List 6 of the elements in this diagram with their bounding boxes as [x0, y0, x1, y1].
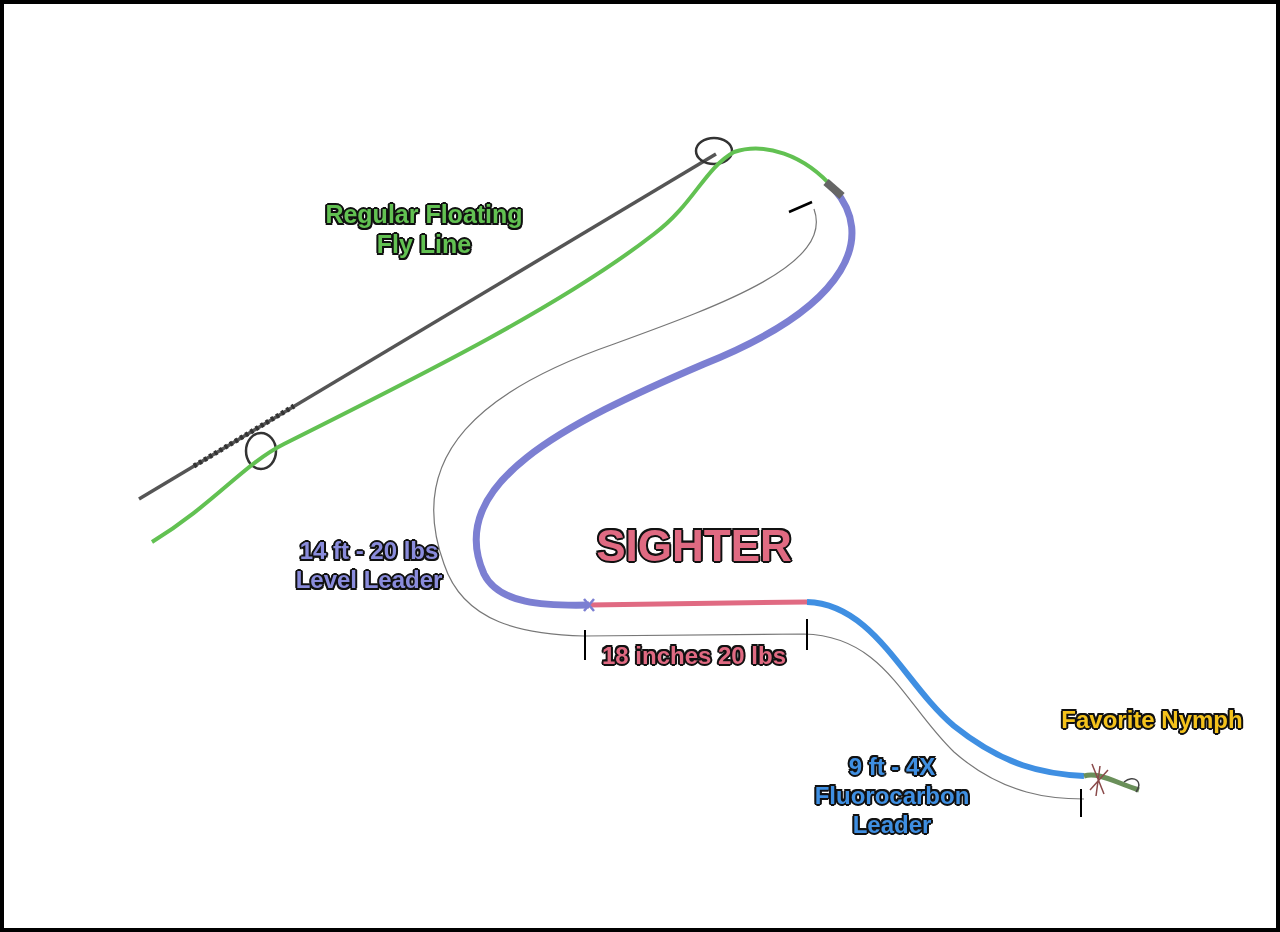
nymph-label: Favorite Nymph — [1060, 705, 1244, 735]
sighter-title: SIGHTER — [595, 519, 793, 572]
level-leader-label: 14 ft - 20 lbs Level Leader — [294, 537, 444, 595]
sighter-label: 18 inches 20 lbs — [600, 641, 788, 671]
tippet-leader-label: 9 ft - 4X Fluorocarbon Leader — [813, 752, 971, 840]
fly-line-label: Regular Floating Fly Line — [324, 199, 524, 259]
